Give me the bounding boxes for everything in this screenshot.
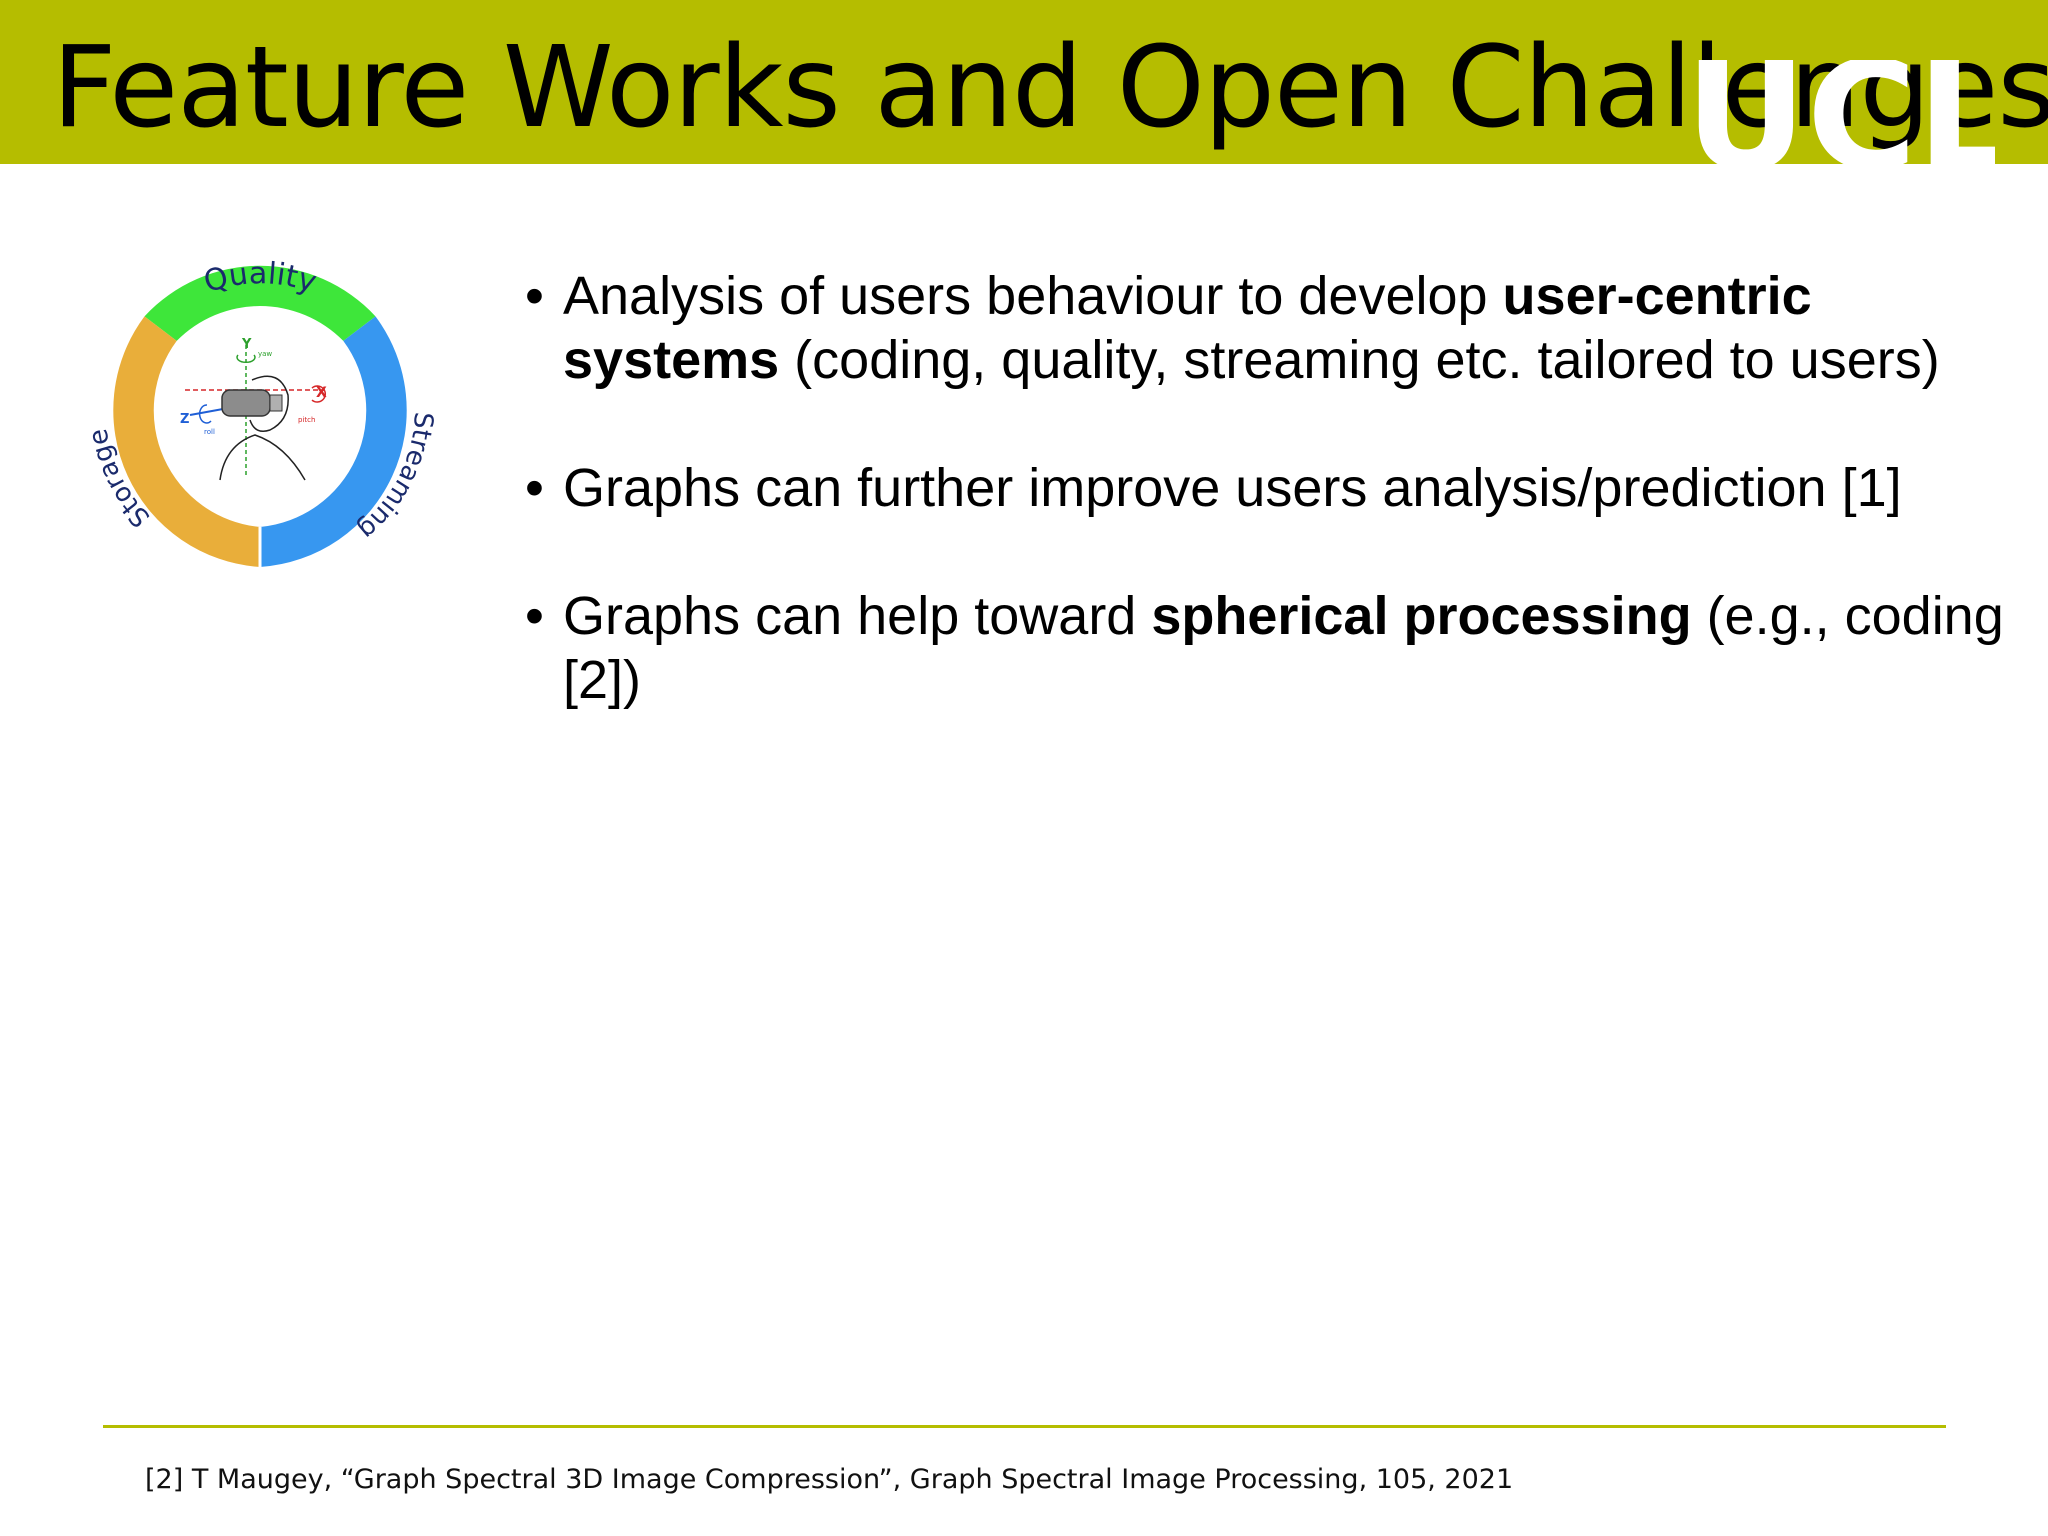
360-video-diagram: Quality Streaming Storage Y yaw X pitch … bbox=[83, 256, 438, 567]
z-axis-label: Z bbox=[180, 412, 189, 427]
bullet-item: •Analysis of users behaviour to develop … bbox=[525, 264, 2025, 392]
bullet-text: (e.g., coding [2]) bbox=[563, 586, 2004, 710]
bullet-text: (coding, quality, streaming etc. tailore… bbox=[779, 330, 1940, 390]
bullet-text: Graphs can further improve users analysi… bbox=[563, 458, 1902, 518]
pitch-label: pitch bbox=[298, 416, 315, 424]
bullet-item: • Graphs can help toward spherical proces… bbox=[525, 584, 2025, 712]
bullet-dot: • bbox=[525, 458, 544, 518]
footer-rule bbox=[103, 1425, 1946, 1428]
bullet-list: •Analysis of users behaviour to develop … bbox=[525, 264, 2025, 776]
bullet-dot: • bbox=[525, 586, 544, 646]
ucl-logo: UCL bbox=[1685, 60, 1995, 170]
yaw-label: yaw bbox=[258, 350, 272, 358]
ucl-logo-text: UCL bbox=[1685, 60, 1995, 170]
bullet-item: • Graphs can further improve users analys… bbox=[525, 456, 2025, 520]
footnote: [2] T Maugey, “Graph Spectral 3D Image C… bbox=[145, 1464, 1514, 1495]
vr-headset-icon bbox=[185, 345, 327, 481]
bullet-dot: • bbox=[525, 266, 544, 326]
x-axis-label: X bbox=[316, 385, 327, 401]
streaming-segment bbox=[260, 316, 407, 567]
bullet-bold-text: spherical processing bbox=[1151, 586, 1692, 646]
slide-title: Feature Works and Open Challenges bbox=[52, 23, 2048, 153]
quality-segment bbox=[144, 265, 376, 341]
bullet-text: Analysis of users behaviour to develop bbox=[563, 266, 1503, 326]
roll-label: roll bbox=[204, 428, 215, 436]
header-bar bbox=[0, 0, 2048, 164]
y-axis-label: Y bbox=[241, 337, 252, 352]
bullet-bold-text: user-centric systems bbox=[563, 266, 1812, 390]
bullet-text: Graphs can help toward bbox=[563, 586, 1152, 646]
storage-segment bbox=[113, 316, 260, 567]
